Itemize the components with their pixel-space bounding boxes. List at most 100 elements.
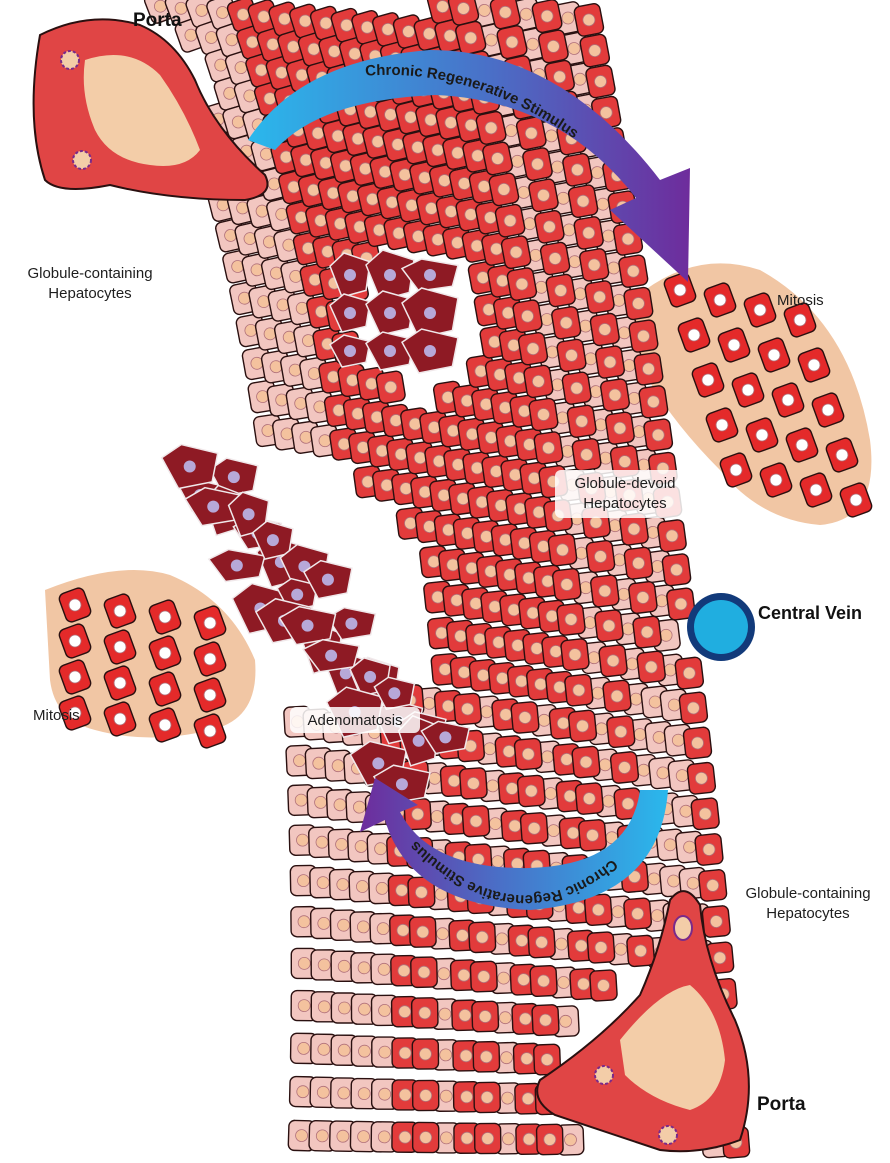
globule-devoid-cell [626,935,654,967]
globule-devoid-cell [584,894,612,926]
globule-devoid-cell [520,812,548,844]
globule-devoid-cell [528,398,558,432]
globule-devoid-cell [579,248,610,282]
adenoma-nucleus [424,307,436,319]
globule-devoid-cell [595,345,625,379]
globule-devoid-cell [528,927,556,958]
mitosis-right-label: Mitosis [777,292,824,309]
globule-devoid-cell [562,153,593,187]
globule-devoid-cell [548,533,578,566]
globule-devoid-cell [573,3,604,37]
globule-devoid-label-line2: Hepatocytes [583,495,666,512]
globule-devoid-cell [679,692,708,725]
globule-devoid-cell [474,1082,501,1112]
adenoma-nucleus [231,560,243,572]
adenoma-nucleus [291,589,303,601]
globule-devoid-cell [624,547,654,580]
globule-devoid-cell [572,746,601,778]
globule-devoid-cell [691,798,720,831]
globule-devoid-cell [568,710,597,742]
globule-devoid-cell [585,64,616,98]
globule-devoid-cell [462,805,490,837]
globule-devoid-cell [501,235,532,269]
globule-devoid-cell [375,370,406,404]
adenomatosis-label: Adenomatosis [307,712,402,729]
globule-devoid-cell [623,898,651,930]
globule-devoid-cell [413,1080,439,1110]
globule-devoid-cell [470,961,497,992]
globule-devoid-cell [532,1005,559,1036]
globule-devoid-cell [698,869,727,901]
globule-devoid-cell [628,319,658,353]
adenoma-nucleus [384,307,396,319]
globule-devoid-cell [598,644,627,677]
globule-devoid-cell [475,110,507,145]
globule-devoid-cell [623,287,653,321]
globule-devoid-cell [618,254,648,288]
globule-devoid-cell [459,768,487,800]
globule-devoid-cell [573,216,604,250]
globule-devoid-cell [514,738,542,770]
central-vein-label: Central Vein [758,603,862,623]
globule-devoid-cell [409,917,436,948]
globule-devoid-cell [523,365,553,399]
globule-devoid-cell [413,1122,439,1152]
globule-devoid-cell [530,965,557,996]
adenoma-nucleus [384,345,396,357]
globule-containing-bottom-label-line2: Hepatocytes [766,905,849,922]
globule-devoid-cell [579,33,610,67]
globule-devoid-cell [683,727,712,760]
globule-devoid-cell [551,306,582,340]
globule-devoid-cell [633,352,663,386]
globule-devoid-cell [533,431,563,464]
globule-devoid-cell [411,957,438,988]
globule-devoid-cell [511,701,540,733]
adenoma-nucleus [344,269,356,281]
globule-devoid-cell [494,203,525,237]
globule-devoid-cell [538,29,570,64]
adenoma-nucleus [207,501,219,513]
globule-devoid-cell [556,339,586,373]
adenoma-nucleus [243,508,255,520]
central-vein [687,593,755,661]
globule-devoid-cell [662,553,692,586]
globule-devoid-cell [657,519,687,552]
globule-devoid-cell [687,762,716,795]
globule-devoid-cell [540,241,571,275]
globule-devoid-cell [473,1041,500,1072]
adenoma-nucleus [372,757,384,769]
globule-devoid-cell [594,609,623,642]
globule-devoid-cell [412,998,439,1028]
porta-bottom-label: Porta [757,1094,806,1115]
globule-devoid-cell [560,638,589,671]
adenoma-nucleus [439,731,451,743]
globule-devoid-cell [638,385,668,418]
globule-devoid-cell [590,970,618,1002]
globule-devoid-cell [506,267,537,301]
globule-devoid-cell [564,674,593,707]
adenoma-nucleus [384,269,396,281]
globule-devoid-cell [534,210,565,244]
globule-devoid-cell [578,819,606,851]
adenoma-nucleus [267,534,279,546]
globule-devoid-cell [512,299,543,333]
globule-devoid-cell [552,568,581,601]
globule-devoid-label-line1: Globule-devoid [575,475,676,492]
globule-devoid-cell [610,751,639,783]
globule-devoid-cell [632,616,661,649]
adenoma-nucleus [396,778,408,790]
globule-devoid-cell [590,575,619,608]
globule-devoid-cell [469,922,496,953]
adenoma-nucleus [413,735,425,747]
mitosis-left-label: Mitosis [33,707,80,724]
globule-devoid-cell [517,775,545,807]
globule-devoid-cell [702,905,731,937]
globule-containing-top-label-line2: Hepatocytes [48,285,131,302]
adenoma-nucleus [424,269,436,281]
globule-devoid-cell [606,715,635,748]
globule-devoid-cell [567,405,597,439]
globule-devoid-cell [472,1001,499,1032]
globule-devoid-cell [522,147,553,181]
globule-devoid-cell [575,783,604,815]
